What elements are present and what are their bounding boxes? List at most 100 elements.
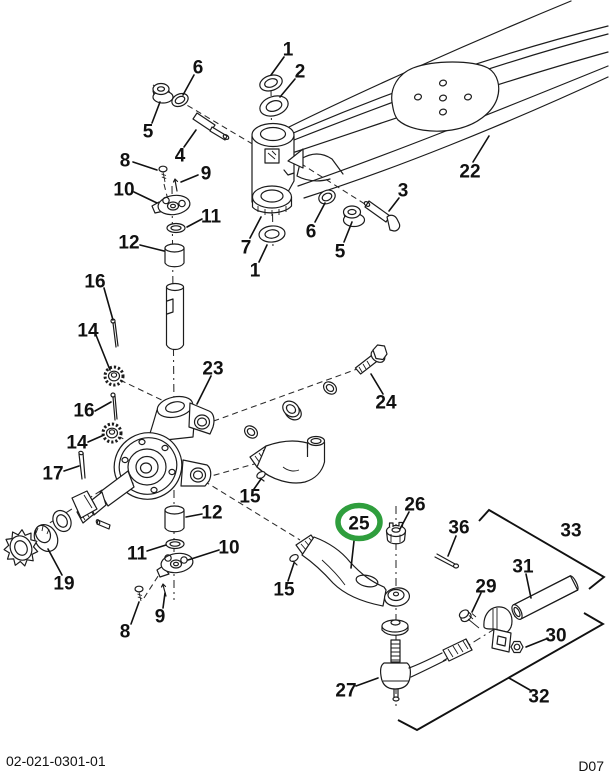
callout-31: 31 <box>512 557 534 578</box>
leader-line-23 <box>196 375 212 405</box>
leader-line-12 <box>139 244 165 252</box>
leader-line-31 <box>525 573 532 599</box>
callout-7: 7 <box>241 238 252 259</box>
leader-line-22 <box>472 135 490 163</box>
screw-8-upper <box>158 165 168 183</box>
bracket-32 <box>397 612 605 732</box>
callout-15: 15 <box>239 487 261 508</box>
tie-rod-end-27 <box>380 638 473 702</box>
kingpin-13 <box>165 282 185 351</box>
washer-6-right <box>318 189 336 205</box>
knuckle-upper-arm <box>188 402 215 435</box>
leader-line-11 <box>146 544 167 552</box>
leader-line-10 <box>133 191 158 204</box>
callout-9: 9 <box>155 607 166 628</box>
leader-line-3 <box>388 197 400 212</box>
callout-4: 4 <box>175 146 186 167</box>
callout-1: 1 <box>283 40 294 61</box>
locknut-5-left <box>152 82 174 104</box>
leader-line-1 <box>270 56 285 76</box>
leader-line-15 <box>253 478 262 490</box>
cap-plate-10-upper <box>151 194 191 216</box>
leader-line-8 <box>130 601 140 625</box>
callout-layer: 1265489101112223657116141614172324151912… <box>42 40 581 708</box>
leader-line-6 <box>182 74 195 96</box>
gear-washer-19 <box>3 529 39 567</box>
callout-2: 2 <box>295 62 306 83</box>
cotter-pin-16-lower <box>110 392 118 421</box>
bolt-29 <box>458 609 480 629</box>
steering-knuckle-23 <box>71 395 215 530</box>
callout-16: 16 <box>73 401 94 422</box>
callout-22: 22 <box>459 162 480 183</box>
callout-9: 9 <box>201 164 212 185</box>
callout-30: 30 <box>545 626 566 647</box>
leader-line-19 <box>47 548 63 576</box>
bracket-33 <box>478 508 606 590</box>
page-code: D07 <box>578 758 604 774</box>
callout-17: 17 <box>42 464 63 485</box>
bushing-12-lower <box>164 505 185 533</box>
leader-line-25 <box>350 540 355 569</box>
tie-rod-clamp <box>483 606 513 653</box>
leader-line-32 <box>508 677 531 691</box>
callout-8: 8 <box>120 151 131 172</box>
bolt-3 <box>363 200 401 232</box>
pin-9-upper <box>172 178 179 192</box>
callout-8: 8 <box>120 622 131 643</box>
leader-line-24 <box>370 373 384 395</box>
leader-line-11 <box>186 218 203 228</box>
washer-1-upper <box>259 74 283 92</box>
callout-5: 5 <box>143 122 154 143</box>
seal-ring-11-upper <box>166 222 186 234</box>
callout-10: 10 <box>113 180 134 201</box>
washer-6-left <box>171 92 189 108</box>
washer-under-arm <box>381 619 409 636</box>
tube-31 <box>511 575 579 620</box>
spindle-shaft <box>71 470 135 524</box>
leader-line-9 <box>162 592 166 609</box>
callout-33: 33 <box>560 521 581 542</box>
leader-line-6 <box>314 202 326 223</box>
leader-line-16 <box>103 287 114 321</box>
leader-line-14 <box>87 434 105 443</box>
callout-10: 10 <box>218 538 239 559</box>
figure-number: 02-021-0301-01 <box>6 753 106 769</box>
callout-36: 36 <box>448 518 469 539</box>
steering-arm-25 <box>295 534 411 607</box>
leader-line-30 <box>525 638 547 648</box>
leader-line-9 <box>180 174 199 183</box>
nut-24 <box>282 400 302 421</box>
bushing-12-upper <box>164 243 185 268</box>
bolt-24 <box>354 344 388 375</box>
callout-11: 11 <box>201 207 222 228</box>
leader-line-2 <box>279 78 296 98</box>
leader-line-7 <box>249 216 262 239</box>
washer-24-inner <box>243 425 259 439</box>
locknut-5-right <box>342 205 366 228</box>
upper-steering-arm <box>249 435 326 484</box>
spindle-washer <box>52 509 72 533</box>
callout-14: 14 <box>66 433 88 454</box>
bolt-4 <box>192 112 230 141</box>
callout-25: 25 <box>348 514 370 535</box>
cotter-pin-16-upper <box>110 318 119 348</box>
leader-line-5 <box>343 221 353 243</box>
leader-line-10 <box>187 549 220 561</box>
spindle-castle-nut <box>33 524 59 552</box>
grooved-bushing-7 <box>251 185 293 216</box>
screw-8-lower <box>134 585 144 602</box>
callout-12: 12 <box>201 503 222 524</box>
plug-15-lower <box>289 553 299 566</box>
callout-1: 1 <box>250 261 261 282</box>
knuckle-lower-arm <box>180 459 212 487</box>
callout-29: 29 <box>475 577 496 598</box>
callout-12: 12 <box>118 233 139 254</box>
leader-line-14 <box>95 334 111 371</box>
leader-line-4 <box>183 129 197 148</box>
leader-line-16 <box>94 401 112 412</box>
nut-30 <box>510 640 524 654</box>
spring-pad <box>391 61 500 132</box>
cotter-pin-36 <box>434 553 460 569</box>
